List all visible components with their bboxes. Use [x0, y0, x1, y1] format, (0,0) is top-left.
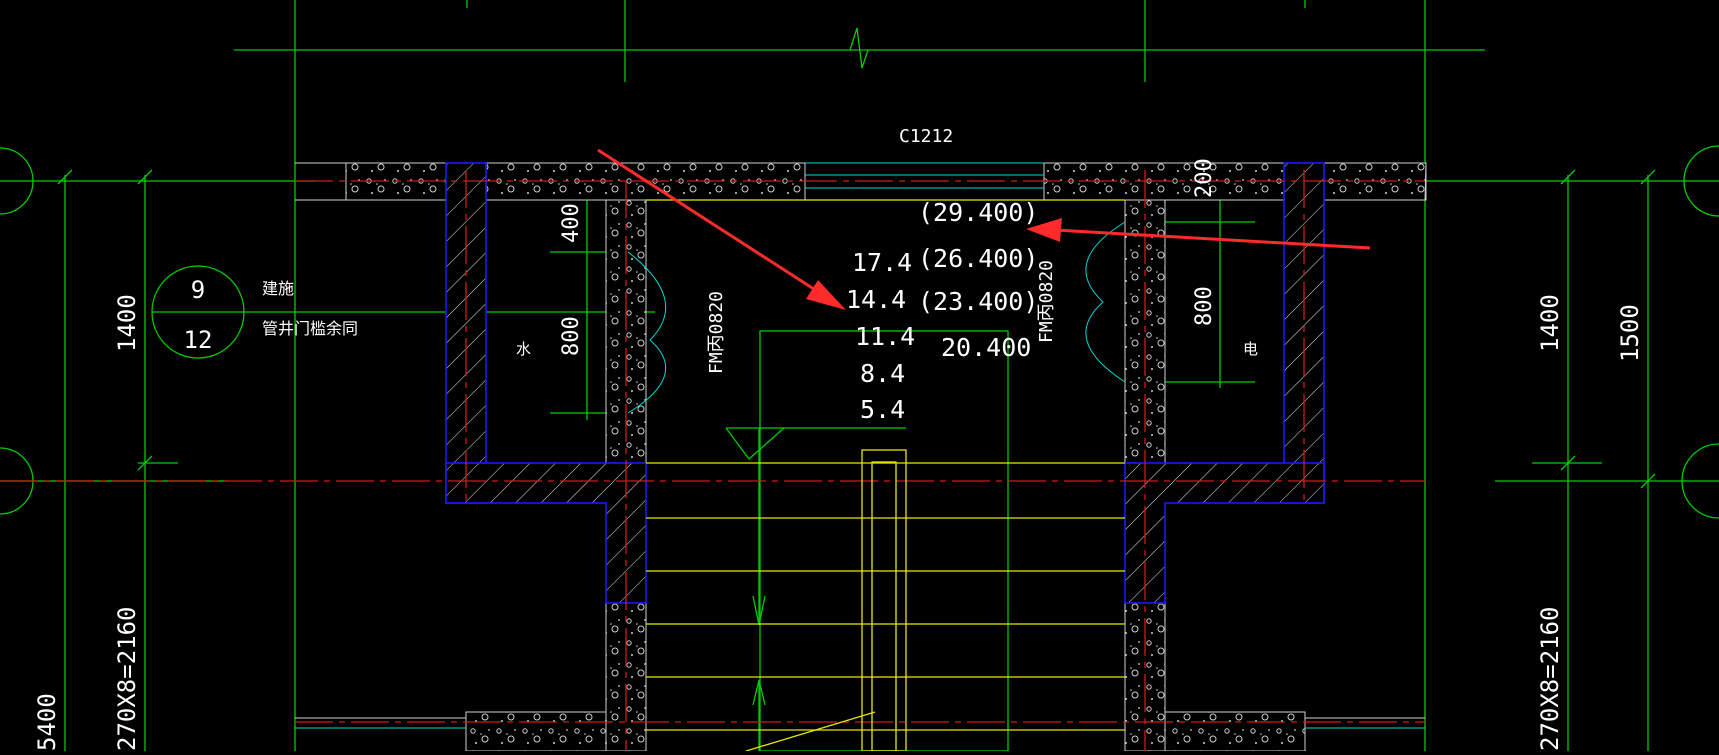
arrow-head-left-icon [806, 280, 846, 310]
axis-lines [0, 170, 1425, 751]
room-water-label: 水 [516, 340, 531, 358]
stair [646, 199, 1125, 752]
elevation-20-400: 20.400 [941, 333, 1031, 362]
elevation-11-4: 11.4 [855, 322, 915, 351]
window-code-label: C1212 [899, 126, 953, 147]
right-shaft-dim-200: 200 [1192, 158, 1217, 198]
elevation-29-400: (29.400) [918, 198, 1038, 227]
door-left-label: FM丙0820 [706, 291, 727, 374]
dim-right-stair: 270X8=2160 [1536, 607, 1564, 752]
pipe-note-label: 管井门槛余同 [262, 319, 358, 338]
elevation-14-4: 14.4 [846, 285, 906, 314]
arrow-head-right-icon [1026, 218, 1062, 242]
left-shaft-dim-400: 400 [559, 203, 584, 243]
dim-left-1400: 1400 [113, 294, 141, 352]
outer-edges [295, 162, 1427, 719]
ref-note-label: 建施 [262, 279, 294, 298]
dim-right-1400: 1400 [1536, 294, 1564, 352]
elevation-17-4: 17.4 [852, 248, 912, 277]
elevation-8-4: 8.4 [860, 359, 905, 388]
annotation-arrow-left [597, 148, 821, 295]
right-shaft-dim-800: 800 [1192, 286, 1217, 326]
annotation-arrows [597, 148, 1371, 310]
dim-left-5400: 5400 [33, 693, 61, 751]
annotation-arrow-right [1054, 228, 1371, 250]
dim-right-1500: 1500 [1616, 304, 1644, 362]
detail-number-top: 9 [191, 276, 205, 304]
elevation-26-400: (26.400) [918, 244, 1038, 273]
door-right-label: FM丙0820 [1036, 260, 1057, 343]
elevation-5-4: 5.4 [860, 395, 905, 424]
dim-left-stair: 270X8=2160 [113, 607, 141, 752]
room-electric-label: 电 [1243, 340, 1258, 358]
detail-number-bottom: 12 [184, 326, 213, 354]
elevation-23-400: (23.400) [918, 287, 1038, 316]
left-shaft-dim-800: 800 [559, 316, 584, 356]
